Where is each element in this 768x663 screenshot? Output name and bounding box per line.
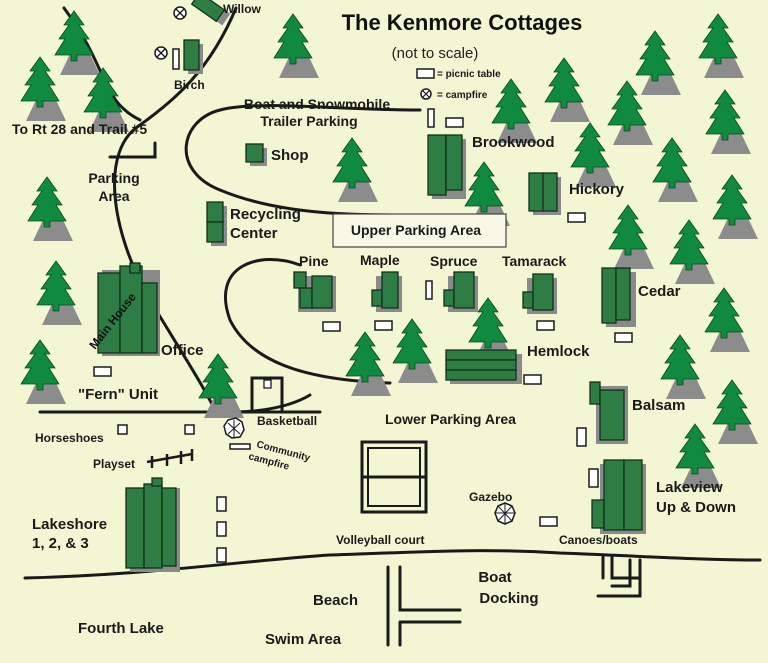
label-gazebo: Gazebo <box>469 490 512 504</box>
label-office: Office <box>161 342 204 359</box>
label-parking-1: Parking <box>88 170 139 186</box>
building-cedar <box>601 267 636 327</box>
building-balsam <box>589 381 628 444</box>
label-boat-docking-1: Boat <box>478 569 511 586</box>
playset <box>146 449 194 468</box>
label-shop: Shop <box>271 147 309 164</box>
label-horseshoes: Horseshoes <box>35 431 104 445</box>
label-pine: Pine <box>299 253 329 269</box>
legend-campfire: = campfire <box>437 90 488 101</box>
building-birch <box>183 39 203 74</box>
label-lakeshore-1: Lakeshore <box>32 516 107 533</box>
label-fern: "Fern" Unit <box>78 386 158 403</box>
label-basketball: Basketball <box>257 414 317 428</box>
label-maple: Maple <box>360 252 400 268</box>
label-fourth-lake: Fourth Lake <box>78 620 164 637</box>
legend-picnic-table: = picnic table <box>437 69 501 80</box>
label-boat-parking-2: Trailer Parking <box>260 113 357 129</box>
dock-right <box>596 555 642 598</box>
label-boat-parking-1: Boat and Snowmobile <box>244 96 390 112</box>
building-spruce <box>443 271 478 312</box>
community-campfire-icon <box>223 417 245 439</box>
campfire-icon <box>154 6 432 100</box>
building-tamarack <box>522 273 557 314</box>
building-lakeshore <box>125 477 180 572</box>
gazebo-icon <box>494 502 516 525</box>
building-hemlock <box>445 349 522 384</box>
label-boat-docking-2: Docking <box>479 590 538 607</box>
legend: = picnic table = campfire <box>416 68 501 101</box>
label-cedar: Cedar <box>638 283 681 300</box>
label-recycling-2: Center <box>230 225 278 242</box>
building-hickory <box>528 172 561 215</box>
building-lakeview <box>591 459 646 534</box>
road-upper-loop <box>223 258 392 385</box>
buildings <box>97 0 646 572</box>
label-willow: Willow <box>223 2 262 16</box>
label-playset: Playset <box>93 457 135 471</box>
label-lakeview-1: Lakeview <box>656 479 723 496</box>
label-balsam: Balsam <box>632 397 685 414</box>
basketball-hoop <box>263 379 272 389</box>
label-birch: Birch <box>174 78 205 92</box>
picnic-tables <box>93 48 633 563</box>
road-trail-link <box>108 141 157 159</box>
label-lakeview-2: Up & Down <box>656 499 736 516</box>
label-upper-parking: Upper Parking Area <box>351 222 481 238</box>
road-top-ring <box>184 104 422 217</box>
label-volleyball: Volleyball court <box>336 533 424 547</box>
building-maple <box>371 271 402 312</box>
map-title: The Kenmore Cottages <box>342 10 583 35</box>
volleyball-court <box>360 440 428 514</box>
label-lakeshore-2: 1, 2, & 3 <box>32 535 89 552</box>
shoreline <box>23 549 762 580</box>
label-lower-parking: Lower Parking Area <box>385 411 516 427</box>
building-willow <box>190 0 231 26</box>
label-beach: Beach <box>313 592 358 609</box>
label-to-rt28: To Rt 28 and Trail #5 <box>12 121 147 137</box>
label-spruce: Spruce <box>430 253 478 269</box>
label-hickory: Hickory <box>569 181 625 198</box>
building-pine <box>293 271 336 312</box>
label-tamarack: Tamarack <box>502 253 567 269</box>
legend-table-swatch <box>416 68 435 79</box>
upper-parking-box <box>332 213 507 248</box>
basketball-court <box>250 376 284 412</box>
building-recycling <box>206 201 227 246</box>
building-shop <box>245 143 267 166</box>
building-main-house <box>97 262 160 356</box>
label-brookwood: Brookwood <box>472 134 555 151</box>
label-canoes: Canoes/boats <box>559 533 638 547</box>
label-hemlock: Hemlock <box>527 343 590 360</box>
label-parking-2: Area <box>98 188 129 204</box>
building-brookwood <box>427 134 466 199</box>
label-swim-area: Swim Area <box>265 631 342 648</box>
label-recycling-1: Recycling <box>230 206 301 223</box>
dock-left <box>386 565 462 647</box>
map-subtitle: (not to scale) <box>392 45 479 62</box>
